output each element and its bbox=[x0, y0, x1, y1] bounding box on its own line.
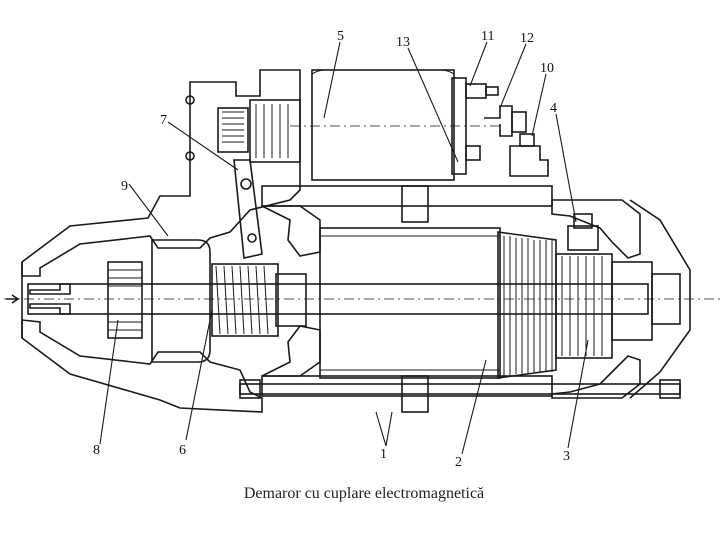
overrunning-clutch bbox=[151, 239, 211, 363]
meshing-spring bbox=[211, 263, 307, 337]
leader-lines bbox=[99, 41, 589, 455]
pinion-gear bbox=[29, 261, 143, 339]
callout-labels: 5 13 11 12 10 4 7 9 6 8 1 2 3 bbox=[93, 29, 570, 470]
figure-caption: Demaror cu cuplare electromagnetică bbox=[243, 485, 485, 502]
armature bbox=[319, 227, 557, 379]
label-5: 5 bbox=[337, 29, 344, 44]
through-bolts bbox=[239, 379, 681, 399]
armature-shaft bbox=[4, 283, 720, 315]
shift-lever bbox=[233, 159, 263, 259]
field-frame bbox=[261, 185, 553, 413]
label-2: 2 bbox=[455, 455, 462, 470]
label-3: 3 bbox=[563, 449, 570, 464]
plunger-mechanism bbox=[185, 95, 301, 163]
label-9: 9 bbox=[121, 179, 128, 194]
label-12: 12 bbox=[520, 31, 534, 46]
drive-end-housing bbox=[21, 69, 301, 413]
terminal-studs bbox=[465, 83, 549, 177]
label-8: 8 bbox=[93, 443, 100, 458]
label-6: 6 bbox=[179, 443, 186, 458]
label-10: 10 bbox=[540, 61, 554, 76]
commutator bbox=[555, 253, 613, 359]
label-13: 13 bbox=[396, 35, 410, 50]
label-7: 7 bbox=[160, 113, 167, 128]
label-4: 4 bbox=[550, 101, 557, 116]
label-11: 11 bbox=[481, 29, 494, 44]
solenoid-body bbox=[290, 69, 500, 181]
label-1: 1 bbox=[380, 447, 387, 462]
